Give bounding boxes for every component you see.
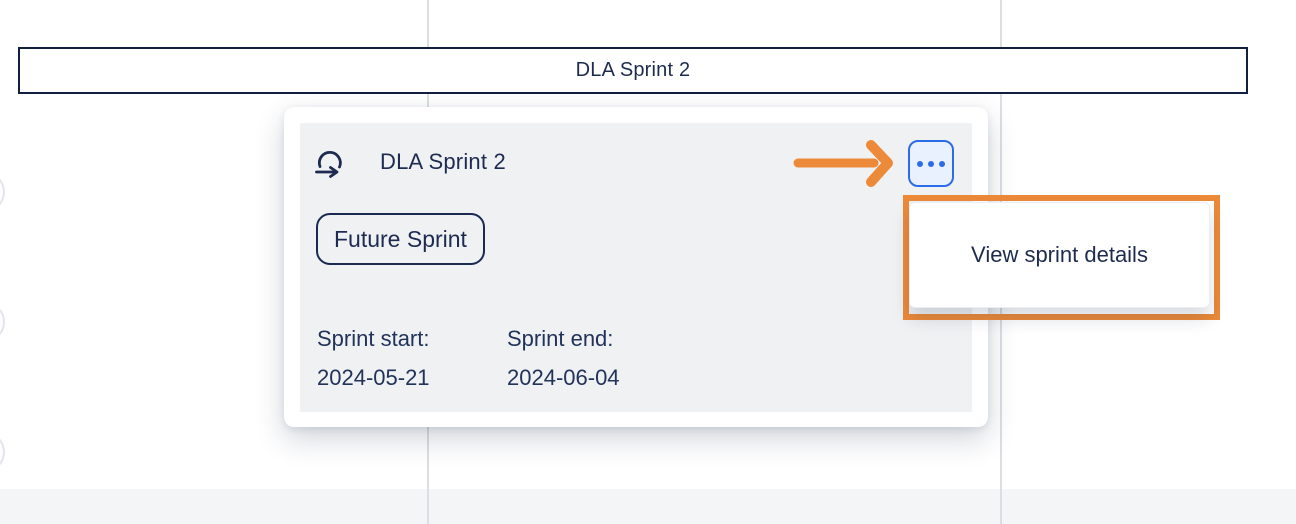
- annotation-highlight-frame: [903, 195, 1220, 320]
- sprint-start-label: Sprint start:: [317, 326, 430, 351]
- ellipsis-icon: [928, 160, 934, 167]
- sprint-start-date: 2024-05-21: [317, 365, 430, 390]
- avatar-placeholder: [0, 432, 5, 472]
- sprint-end-label: Sprint end:: [507, 326, 614, 351]
- sprint-end-date: 2024-06-04: [507, 365, 620, 390]
- menu-item-view-sprint-details[interactable]: View sprint details: [971, 242, 1148, 267]
- avatar-placeholder: [0, 172, 5, 212]
- sprint-card-title: DLA Sprint 2: [380, 149, 506, 174]
- sprint-timeline-bar[interactable]: DLA Sprint 2: [18, 47, 1248, 94]
- sprint-cycle-icon: [315, 150, 342, 178]
- sprint-options-menu: View sprint details: [909, 202, 1210, 308]
- sprint-status-badge: Future Sprint: [316, 213, 485, 265]
- more-options-button[interactable]: [908, 140, 954, 187]
- ellipsis-icon: [917, 160, 923, 167]
- annotation-arrow-icon: [793, 140, 893, 187]
- sprint-details-card: DLA Sprint 2 Future Sprint Sprint start:…: [284, 107, 988, 427]
- sprint-dates: Sprint start: 2024-05-21 Sprint end: 202…: [317, 319, 697, 397]
- ellipsis-icon: [939, 160, 945, 167]
- sprint-start-column: Sprint start: 2024-05-21: [317, 319, 507, 397]
- sprint-card-header: DLA Sprint 2: [313, 145, 506, 179]
- timeline-row-band: [0, 489, 1296, 524]
- avatar-placeholder: [0, 302, 5, 342]
- sprint-bar-label: DLA Sprint 2: [575, 59, 691, 81]
- sprint-end-column: Sprint end: 2024-06-04: [507, 319, 697, 397]
- sprint-card-panel: DLA Sprint 2 Future Sprint Sprint start:…: [300, 123, 972, 412]
